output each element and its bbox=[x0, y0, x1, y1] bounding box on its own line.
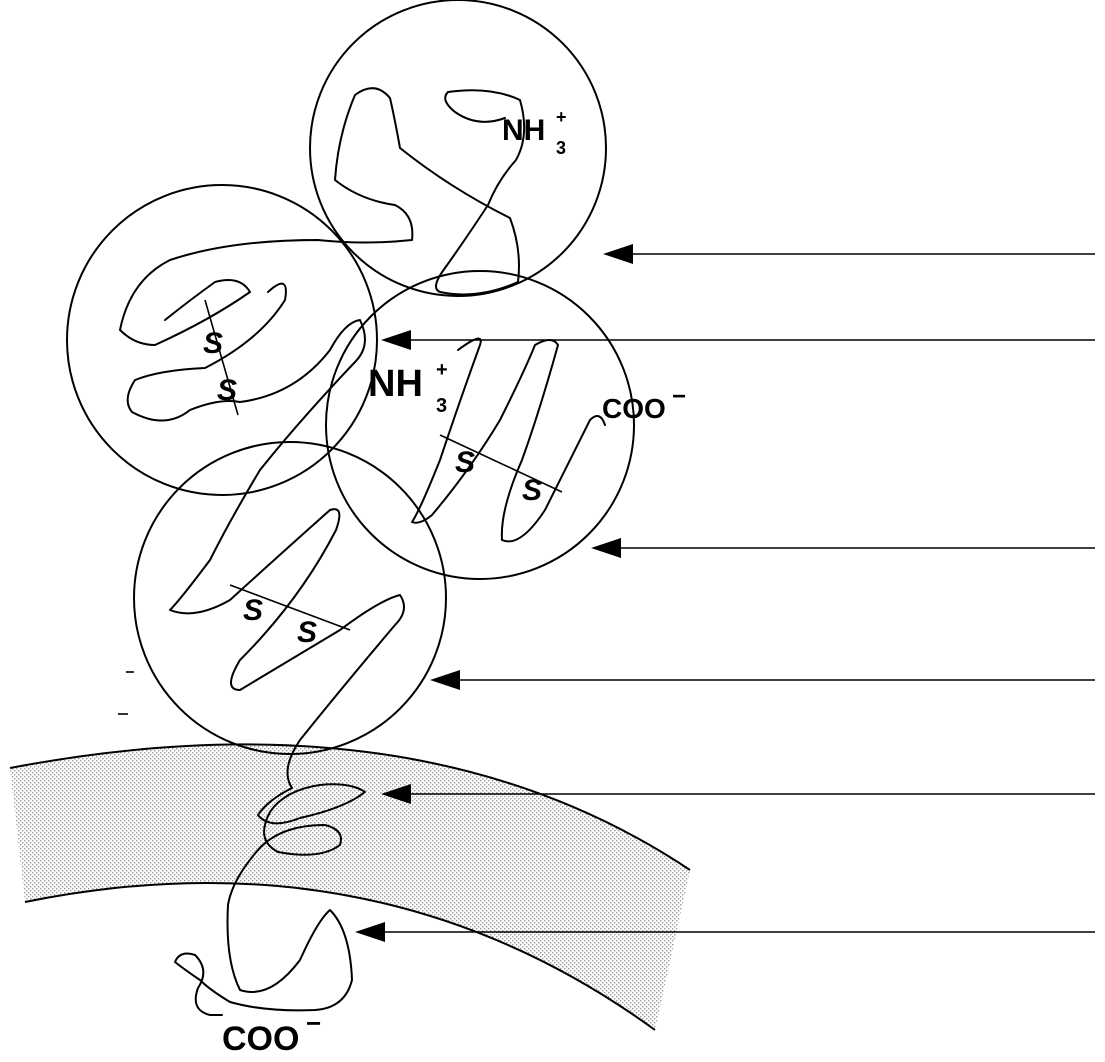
n-terminus-sup: + bbox=[436, 359, 448, 381]
c-terminus-sup: − bbox=[672, 383, 686, 410]
domain-circle-3 bbox=[325, 270, 635, 580]
pointer-arrow-3 bbox=[591, 538, 1095, 558]
membrane-band bbox=[10, 744, 690, 1030]
c-terminus-text: COO bbox=[222, 1020, 299, 1058]
domain-circle-2 bbox=[66, 184, 378, 496]
disulfide-s-1a: S bbox=[203, 327, 223, 360]
disulfide-s-1b: S bbox=[217, 374, 237, 407]
n-terminus-sup: + bbox=[556, 107, 567, 127]
pointer-arrow-2 bbox=[381, 330, 1095, 350]
disulfide-s-3a: S bbox=[243, 594, 263, 627]
disulfide-s-2a: S bbox=[455, 446, 475, 479]
membrane-outer-edge bbox=[9, 743, 691, 871]
c-terminus-text: COO bbox=[602, 393, 666, 424]
n-terminus-label-top: NH 3 + bbox=[502, 107, 567, 158]
c-terminus-label-right: COO − bbox=[602, 383, 686, 424]
n-terminus-sub: 3 bbox=[556, 138, 566, 158]
pointer-arrow-6 bbox=[355, 922, 1095, 942]
polypeptide-chain-membrane bbox=[174, 783, 366, 1016]
domain-circle-1 bbox=[309, 0, 607, 297]
pointer-arrow-4 bbox=[430, 670, 1095, 690]
polypeptide-chain-right-domain bbox=[411, 337, 606, 543]
n-terminus-label-middle: NH 3 + bbox=[368, 359, 448, 417]
membrane-inner-edge bbox=[24, 881, 656, 1031]
c-terminus-label-bottom: COO − bbox=[222, 1008, 321, 1058]
n-terminus-text: NH bbox=[502, 114, 545, 147]
disulfide-bond-line-1 bbox=[204, 299, 239, 416]
disulfide-bond-line-3 bbox=[229, 584, 351, 631]
pointer-arrow-1 bbox=[603, 244, 1095, 264]
domain-circle-4 bbox=[133, 441, 447, 755]
n-terminus-sub: 3 bbox=[436, 395, 447, 417]
c-terminus-sup: − bbox=[306, 1008, 321, 1038]
disulfide-bond-line-2 bbox=[439, 434, 563, 493]
n-terminus-text: NH bbox=[368, 363, 423, 405]
disulfide-s-2b: S bbox=[522, 474, 542, 507]
polypeptide-chain-top bbox=[119, 87, 526, 346]
disulfide-s-3b: S bbox=[297, 616, 317, 649]
pointer-arrow-5 bbox=[381, 784, 1095, 804]
polypeptide-chain-loop-1 bbox=[126, 282, 405, 789]
